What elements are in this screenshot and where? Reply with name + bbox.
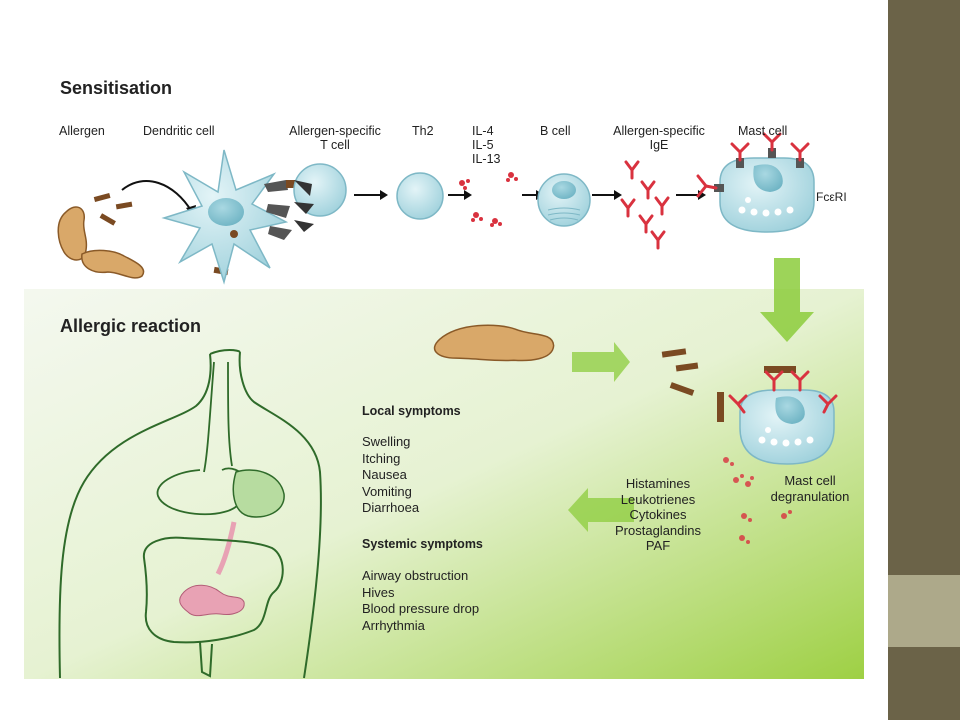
reaction-title: Allergic reaction xyxy=(60,316,202,336)
arrow-down-green xyxy=(760,258,814,342)
systemic-symptom: Arrhythmia xyxy=(362,617,425,633)
allergy-figure: Sensitisation Allergen Dendritic cell Al… xyxy=(24,72,864,679)
label-t-cell: Allergen-specific T cell xyxy=(274,124,396,152)
arrow-left-green xyxy=(568,488,634,532)
label-t-cell-line2: T cell xyxy=(320,138,350,152)
label-dendritic-cell: Dendritic cell xyxy=(143,124,215,138)
label-ige: Allergen-specific IgE xyxy=(601,124,717,152)
mast-cell-activated xyxy=(728,370,838,465)
systemic-symptoms-heading: Systemic symptoms xyxy=(362,537,483,551)
b-cell xyxy=(537,173,591,227)
degranulation-line2: degranulation xyxy=(770,488,850,504)
mediator: Prostaglandins xyxy=(615,522,701,538)
local-symptom: Nausea xyxy=(362,467,407,482)
degranulation-label: Mast cell degranulation xyxy=(762,473,858,504)
ige-antibodies xyxy=(620,160,670,250)
systemic-symptom: Blood pressure drop xyxy=(362,601,480,616)
arrow-allergen-to-dendritic xyxy=(121,180,193,213)
local-symptoms-heading: Local symptoms xyxy=(362,404,461,418)
label-interleukins: IL-4 IL-5 IL-13 xyxy=(472,124,501,166)
label-ige-line1: Allergen-specific xyxy=(613,124,705,138)
peanut-reaction-icon xyxy=(433,324,555,362)
sidebar-dark-top xyxy=(888,0,960,575)
body-outline xyxy=(58,349,322,679)
label-il4: IL-4 xyxy=(472,124,494,138)
sidebar-dark-bottom xyxy=(888,647,960,720)
mhc-receptors xyxy=(264,180,296,240)
peanut-icon xyxy=(57,206,145,279)
label-b-cell: B cell xyxy=(540,124,571,138)
mediators-list: Histamines Leukotrienes Cytokines Prosta… xyxy=(596,476,720,554)
degranulation-line1: Mast cell xyxy=(784,473,836,488)
dendritic-cell xyxy=(161,149,289,285)
local-symptom: Itching xyxy=(362,450,401,466)
mediator: Leukotrienes xyxy=(620,491,696,507)
t-cell xyxy=(293,163,347,232)
mediator: Cytokines xyxy=(629,507,687,522)
intestines xyxy=(142,536,284,678)
degranulation-particles xyxy=(723,457,792,544)
label-th2: Th2 xyxy=(412,124,434,138)
label-fceri: FcεRI xyxy=(816,190,847,204)
label-t-cell-line1: Allergen-specific xyxy=(289,124,381,138)
liver-organ xyxy=(232,469,285,518)
label-ige-line2: IgE xyxy=(649,138,669,152)
local-symptoms-list: Swelling Itching Nausea Vomiting Diarrho… xyxy=(362,434,419,517)
mediator: Histamines xyxy=(625,476,691,491)
arrow-right-green xyxy=(572,342,630,382)
label-il13: IL-13 xyxy=(472,152,501,166)
label-il5: IL-5 xyxy=(472,138,494,152)
systemic-symptom: Airway obstruction xyxy=(362,568,469,583)
sidebar-light-band xyxy=(888,575,960,647)
local-symptom: Swelling xyxy=(362,434,411,449)
local-symptom: Vomiting xyxy=(362,483,412,499)
mediator: PAF xyxy=(645,538,671,553)
systemic-symptoms-list: Airway obstruction Hives Blood pressure … xyxy=(362,568,479,634)
label-allergen: Allergen xyxy=(59,124,105,138)
allergen-fragments-reaction xyxy=(661,348,796,422)
sensitisation-title: Sensitisation xyxy=(60,78,173,98)
mast-cell-sensitised xyxy=(696,132,815,233)
systemic-symptom: Hives xyxy=(362,584,395,600)
cytokine-particles xyxy=(459,172,518,227)
local-symptom: Diarrhoea xyxy=(362,500,420,515)
label-mast-cell: Mast cell xyxy=(738,124,788,138)
figure-graphics xyxy=(24,72,864,679)
th2-cell xyxy=(396,172,444,220)
